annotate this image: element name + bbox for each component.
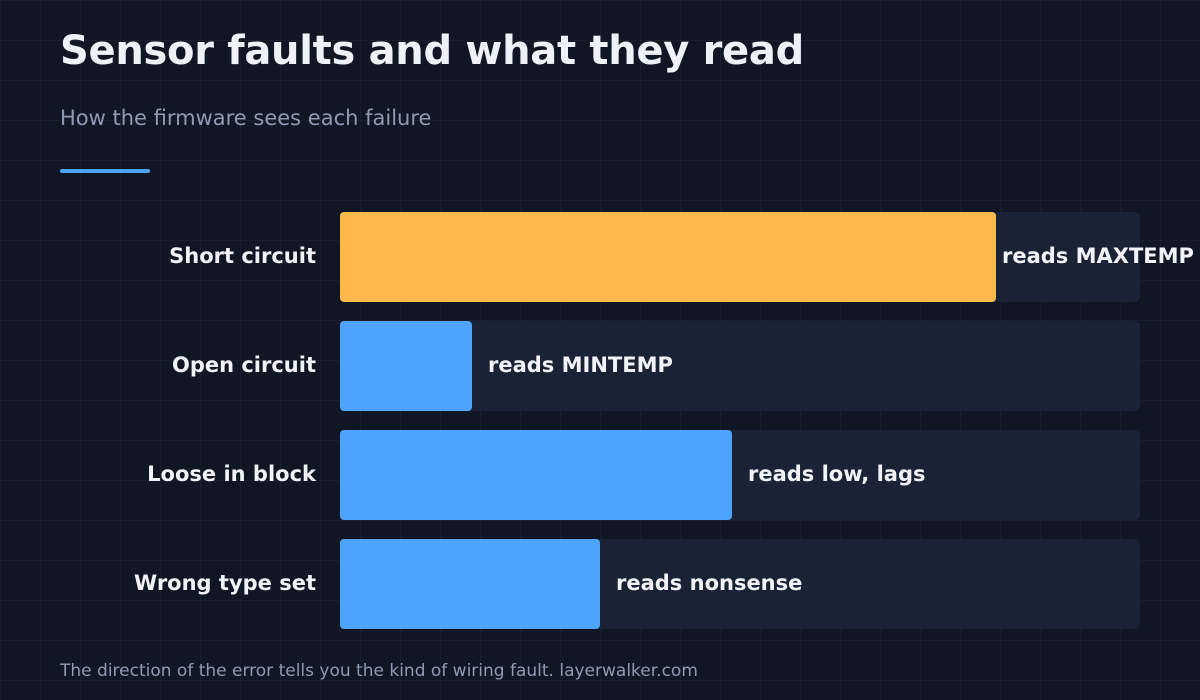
value-label: reads low, lags: [748, 462, 926, 486]
value-label: reads MAXTEMP: [1002, 244, 1194, 268]
accent-divider: [60, 169, 150, 173]
bar: [340, 321, 472, 411]
bar: [340, 539, 600, 629]
category-label: Short circuit: [169, 244, 316, 268]
category-label: Open circuit: [171, 353, 316, 377]
category-label: Loose in block: [147, 462, 316, 486]
chart-title: Sensor faults and what they read: [60, 28, 804, 74]
value-label: reads MINTEMP: [488, 353, 673, 377]
value-label: reads nonsense: [616, 571, 803, 595]
bar-track: [340, 321, 1140, 411]
category-label: Wrong type set: [134, 571, 316, 595]
footer-note: The direction of the error tells you the…: [60, 661, 698, 681]
chart-subtitle: How the firmware sees each failure: [60, 106, 432, 130]
bar: [340, 212, 996, 302]
bar: [340, 430, 732, 520]
